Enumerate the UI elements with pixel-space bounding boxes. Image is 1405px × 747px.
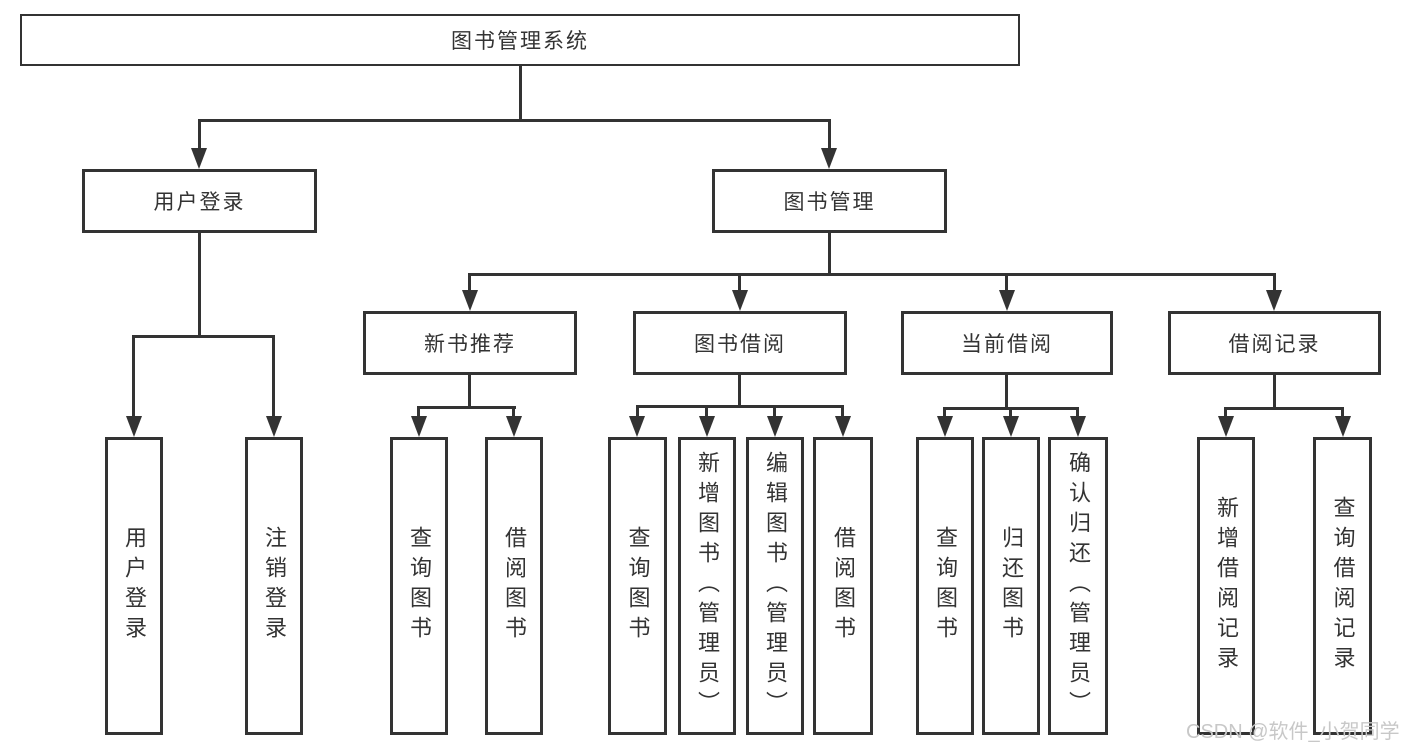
connector-line <box>198 233 201 338</box>
leaf-query-books-borrow: 查询图书 <box>608 437 667 735</box>
connector-line <box>1076 407 1079 419</box>
arrowhead-icon <box>699 416 715 437</box>
arrowhead-icon <box>821 148 837 169</box>
leaf-label: 查询图书 <box>625 526 651 646</box>
node-library-system: 图书管理系统 <box>20 14 1020 66</box>
connector-line <box>469 273 1276 276</box>
connector-line <box>417 406 420 420</box>
arrowhead-icon <box>191 148 207 169</box>
arrowhead-icon <box>1266 290 1282 311</box>
leaf-add-borrow-record: 新增借阅记录 <box>1197 437 1255 735</box>
connector-line <box>738 375 741 407</box>
connector-line <box>1226 407 1344 410</box>
arrowhead-icon <box>266 416 282 437</box>
leaf-borrow-books: 借阅图书 <box>813 437 873 735</box>
arrowhead-icon <box>999 290 1015 311</box>
node-borrow-records: 借阅记录 <box>1168 311 1381 375</box>
connector-line <box>828 119 831 151</box>
node-current-borrow: 当前借阅 <box>901 311 1113 375</box>
arrowhead-icon <box>411 416 427 437</box>
leaf-label: 新增借阅记录 <box>1214 496 1239 676</box>
connector-line <box>468 273 471 295</box>
leaf-label: 编辑图书（管理员） <box>763 451 788 721</box>
connector-line <box>1005 375 1008 409</box>
connector-line <box>636 405 639 419</box>
connector-line <box>1273 375 1276 409</box>
node-label: 借阅记录 <box>1228 333 1321 356</box>
leaf-label: 借阅图书 <box>831 526 856 646</box>
leaf-edit-book-admin: 编辑图书（管理员） <box>746 437 804 735</box>
connector-line <box>198 119 831 122</box>
connector-line <box>773 405 776 419</box>
leaf-label: 借阅图书 <box>502 526 527 646</box>
arrowhead-icon <box>462 290 478 311</box>
leaf-return-books: 归还图书 <box>982 437 1040 735</box>
connector-line <box>132 335 135 420</box>
connector-line <box>133 335 274 338</box>
arrowhead-icon <box>1335 416 1351 437</box>
arrowhead-icon <box>1003 416 1019 437</box>
leaf-user-login: 用户登录 <box>105 437 163 735</box>
connector-line <box>1005 273 1008 295</box>
leaf-logout: 注销登录 <box>245 437 303 735</box>
connector-line <box>705 405 708 419</box>
node-book-borrow: 图书借阅 <box>633 311 847 375</box>
arrowhead-icon <box>629 416 645 437</box>
leaf-query-books-current: 查询图书 <box>916 437 974 735</box>
connector-line <box>636 405 844 408</box>
connector-line <box>1273 273 1276 295</box>
connector-line <box>1009 407 1012 419</box>
leaf-add-book-admin: 新增图书（管理员） <box>678 437 736 735</box>
leaf-query-books-recommend: 查询图书 <box>390 437 448 735</box>
arrowhead-icon <box>835 416 851 437</box>
leaf-label: 确认归还（管理员） <box>1066 451 1091 721</box>
node-label: 新书推荐 <box>424 333 516 356</box>
arrowhead-icon <box>937 416 953 437</box>
leaf-confirm-return-admin: 确认归还（管理员） <box>1048 437 1108 735</box>
leaf-label: 归还图书 <box>999 526 1024 646</box>
leaf-label: 用户登录 <box>122 526 147 646</box>
connector-line <box>1341 407 1344 419</box>
node-label: 图书借阅 <box>694 333 786 356</box>
leaf-label: 查询图书 <box>407 526 432 646</box>
connector-line <box>943 407 946 419</box>
connector-line <box>841 405 844 419</box>
arrowhead-icon <box>732 290 748 311</box>
arrowhead-icon <box>1218 416 1234 437</box>
arrowhead-icon <box>767 416 783 437</box>
connector-line <box>738 273 741 295</box>
leaf-label: 查询借阅记录 <box>1330 496 1356 676</box>
connector-line <box>1224 407 1227 419</box>
node-new-book-recommend: 新书推荐 <box>363 311 577 375</box>
connector-line <box>519 66 522 121</box>
connector-line <box>468 375 471 408</box>
leaf-query-borrow-record: 查询借阅记录 <box>1313 437 1372 735</box>
connector-line <box>512 406 515 420</box>
connector-line <box>272 335 275 420</box>
arrowhead-icon <box>126 416 142 437</box>
connector-line <box>418 406 516 409</box>
node-label: 当前借阅 <box>961 333 1053 356</box>
leaf-label: 注销登录 <box>262 526 287 646</box>
watermark: CSDN @软件_小贺同学 <box>1186 721 1400 743</box>
leaf-label: 查询图书 <box>933 526 958 646</box>
node-user-login: 用户登录 <box>82 169 317 233</box>
connector-line <box>198 119 201 151</box>
node-label: 用户登录 <box>153 191 246 214</box>
arrowhead-icon <box>506 416 522 437</box>
node-label: 图书管理 <box>783 191 876 214</box>
node-label: 图书管理系统 <box>451 30 589 53</box>
arrowhead-icon <box>1070 416 1086 437</box>
leaf-label: 新增图书（管理员） <box>695 451 720 721</box>
node-book-management: 图书管理 <box>712 169 947 233</box>
connector-line <box>828 233 831 275</box>
leaf-borrow-books-recommend: 借阅图书 <box>485 437 543 735</box>
